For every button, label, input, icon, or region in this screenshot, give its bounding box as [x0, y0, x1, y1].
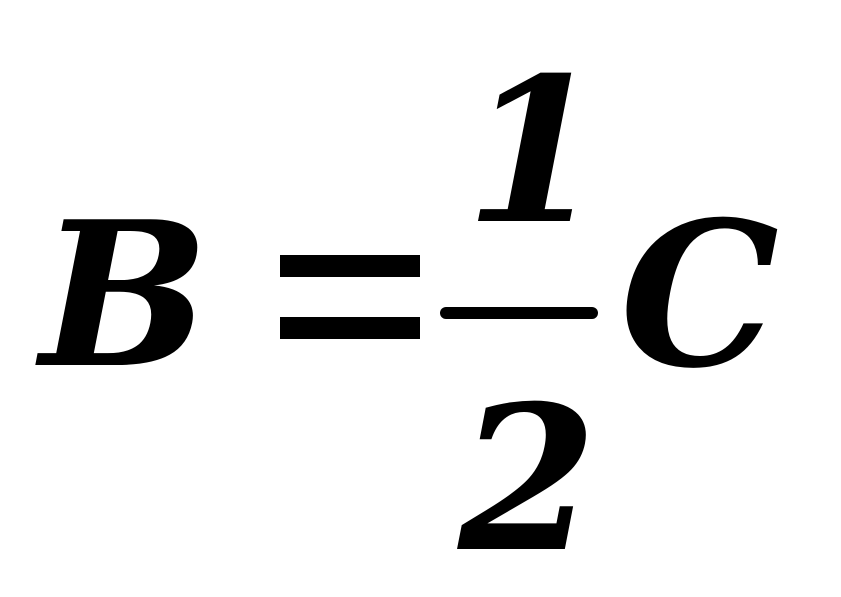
- fraction-bar: [440, 307, 598, 319]
- fraction-denominator: 2: [458, 362, 598, 597]
- equals-sign: [280, 255, 420, 355]
- lhs-variable: B: [40, 178, 210, 413]
- equals-bar-bottom: [280, 317, 420, 339]
- rhs-variable: C: [620, 178, 780, 413]
- equals-bar-top: [280, 255, 420, 277]
- fraction-numerator: 1: [465, 34, 605, 269]
